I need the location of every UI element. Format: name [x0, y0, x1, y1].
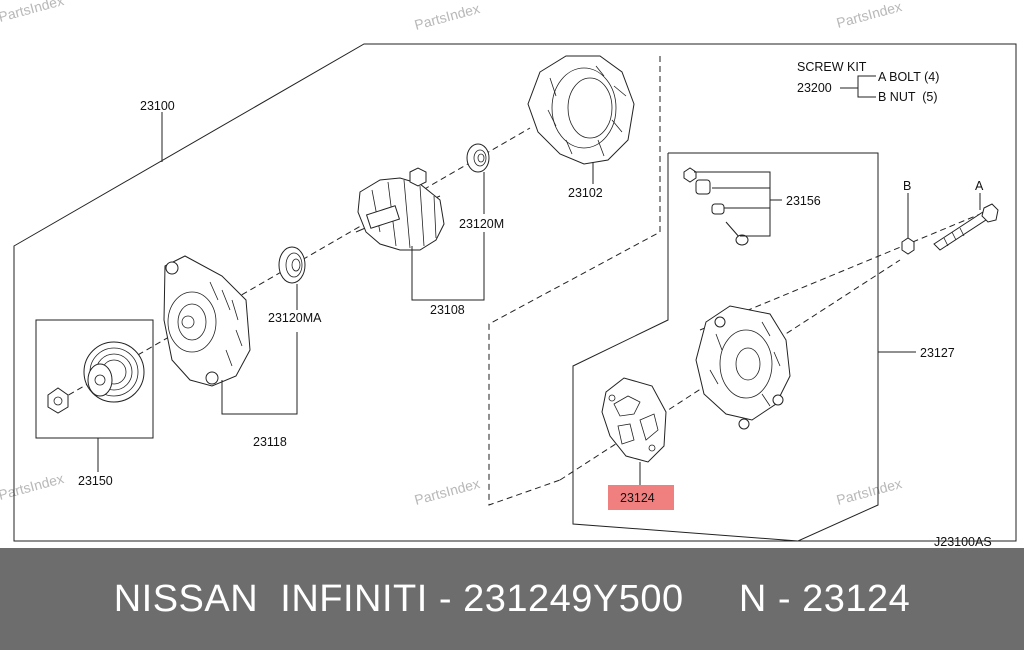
label-23156: 23156	[786, 194, 821, 208]
watermark-top-left: PartsIndex	[0, 0, 65, 25]
nut-b	[901, 237, 915, 255]
pulley-nut	[47, 387, 69, 414]
assembly-outline	[13, 43, 1017, 542]
screw-kit-nut: B NUT (5)	[878, 90, 938, 104]
label-23124: 23124	[620, 491, 655, 505]
marker-b: B	[903, 179, 911, 193]
label-23100: 23100	[140, 99, 175, 113]
diagram-code: J23100AS	[934, 535, 992, 548]
front-housing	[163, 255, 251, 387]
leader-23108	[411, 232, 485, 301]
rear-bearing	[466, 143, 490, 173]
screw-kit-part: 23200	[797, 81, 832, 95]
label-23150: 23150	[78, 474, 113, 488]
label-23120MA: 23120MA	[268, 311, 322, 325]
rear-section-outline	[572, 152, 879, 542]
part-number-footer: NISSAN INFINITI - 231249Y500 N - 23124	[0, 548, 1024, 650]
watermark-top-center: PartsIndex	[413, 0, 482, 33]
pulley	[83, 341, 145, 403]
highlight-23124	[608, 485, 674, 510]
watermark-top-right: PartsIndex	[835, 0, 904, 31]
cover-plate	[601, 377, 667, 463]
watermark-bottom-left: PartsIndex	[0, 470, 65, 503]
bolt-a	[933, 203, 999, 251]
watermark-bottom-center: PartsIndex	[413, 475, 482, 508]
front-bearing	[278, 246, 306, 284]
screw-kit-bolt: A BOLT (4)	[878, 70, 939, 84]
dashed-region-left	[488, 56, 661, 506]
pulley-box	[35, 319, 154, 439]
rotor	[355, 167, 445, 251]
parts-diagram: PartsIndex PartsIndex PartsIndex PartsIn…	[0, 0, 1017, 548]
label-23120M: 23120M	[459, 217, 504, 231]
screw-kit-bracket-a	[840, 75, 876, 89]
screw-kit-bracket-b	[857, 88, 876, 98]
label-23127: 23127	[920, 346, 955, 360]
terminal-hardware	[683, 167, 749, 246]
footer-part-text: NISSAN INFINITI - 231249Y500 N - 23124	[113, 577, 911, 620]
stator	[527, 55, 635, 165]
marker-a: A	[975, 179, 984, 193]
rear-cover	[695, 305, 791, 430]
screw-kit-title: SCREW KIT	[797, 60, 867, 74]
label-23102: 23102	[568, 186, 603, 200]
label-23118: 23118	[253, 435, 287, 449]
leader-23118	[221, 332, 298, 415]
leader-23156-bracket	[694, 171, 771, 237]
watermark-bottom-right: PartsIndex	[835, 475, 904, 508]
label-23108: 23108	[430, 303, 465, 317]
